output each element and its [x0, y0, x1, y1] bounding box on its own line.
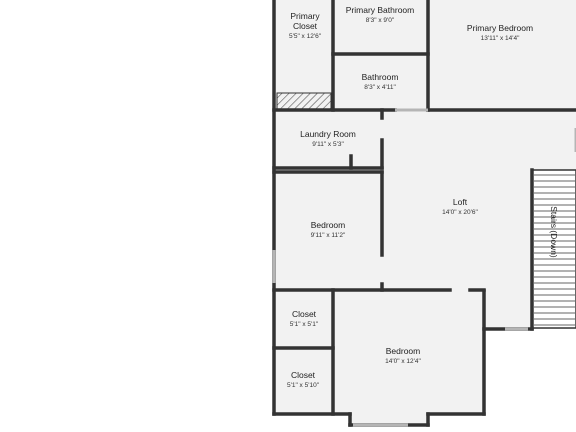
stairs-label: Stairs (Down) [549, 206, 559, 258]
stairs [531, 169, 576, 329]
primary-closet-dims: 5'5" x 12'6" [289, 33, 322, 40]
bathroom-dims: 8'3" x 4'11" [364, 84, 396, 91]
room-bathroom: Bathroom 8'3" x 4'11" [362, 72, 399, 91]
room-loft: Loft 14'0" x 20'6" [442, 197, 478, 216]
room-stairs: Stairs (Down) [549, 206, 559, 258]
bedroom-2-label: Bedroom [386, 346, 421, 356]
bedroom-1-label: Bedroom [311, 220, 346, 230]
room-primary-closet: Primary Closet 5'5" x 12'6" [289, 11, 322, 40]
closet-1-dims: 5'1" x 5'1" [290, 321, 319, 328]
closet-2-dims: 5'1" x 5'10" [287, 382, 320, 389]
room-primary-bathroom: Primary Bathroom 8'3" x 9'0" [346, 5, 415, 24]
laundry-room-dims: 9'11" x 5'3" [312, 141, 344, 148]
laundry-room-label: Laundry Room [300, 129, 356, 139]
primary-closet-label-line1: Primary [290, 11, 320, 21]
bathroom-label: Bathroom [362, 72, 399, 82]
loft-dims: 14'0" x 20'6" [442, 209, 478, 216]
room-bedroom-2: Bedroom 14'0" x 12'4" [385, 346, 421, 365]
loft-label: Loft [453, 197, 468, 207]
hatched-shaft [276, 92, 332, 110]
room-laundry: Laundry Room 9'11" x 5'3" [300, 129, 356, 148]
primary-bathroom-label: Primary Bathroom [346, 5, 415, 15]
primary-closet-label-line2: Closet [293, 21, 318, 31]
room-bedroom-1: Bedroom 9'11" x 11'2" [311, 220, 346, 239]
room-closet-1: Closet 5'1" x 5'1" [290, 309, 319, 328]
closet-1-label: Closet [292, 309, 317, 319]
bedroom-2-dims: 14'0" x 12'4" [385, 358, 421, 365]
closet-2-label: Closet [291, 370, 316, 380]
primary-bedroom-label: Primary Bedroom [467, 23, 533, 33]
primary-bathroom-dims: 8'3" x 9'0" [366, 17, 395, 24]
walls [272, 0, 576, 427]
primary-bedroom-dims: 13'11" x 14'4" [481, 35, 520, 42]
room-primary-bedroom: Primary Bedroom 13'11" x 14'4" [467, 23, 533, 42]
floor-fills [274, 0, 576, 425]
windows [272, 108, 576, 427]
room-closet-2: Closet 5'1" x 5'10" [287, 370, 320, 389]
bedroom-1-dims: 9'11" x 11'2" [311, 232, 346, 239]
